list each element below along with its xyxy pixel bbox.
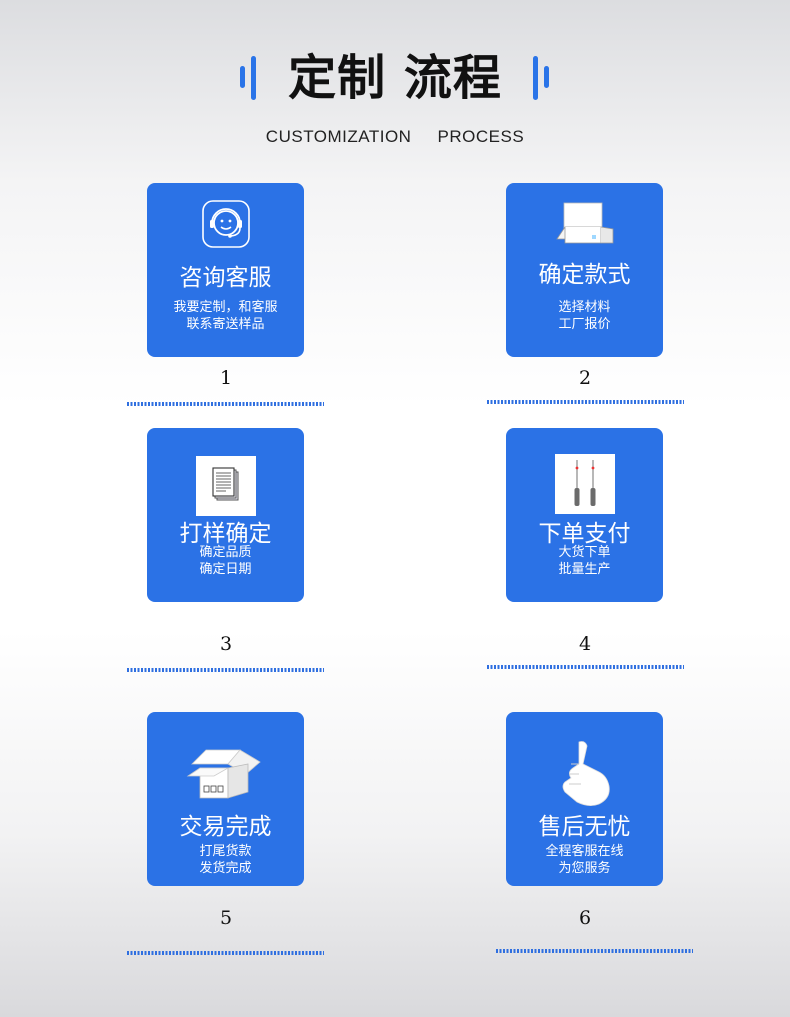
customer-service-headset-icon: [147, 199, 304, 251]
thumbs-up-icon: [506, 738, 663, 808]
step-title: 售后无忧: [538, 814, 631, 840]
header-left-bar-long: [251, 56, 256, 100]
dotted-divider: [127, 668, 324, 672]
header-left-bar-short: [240, 66, 245, 88]
step-desc-line-2: 发货完成: [199, 861, 252, 876]
dotted-divider: [487, 665, 684, 669]
step-card-4: 下单支付 大货下单 批量生产: [506, 428, 663, 602]
step-card-1: 咨询客服 我要定制，和客服 联系寄送样品: [147, 183, 304, 357]
step-desc-line-2: 工厂报价: [558, 317, 611, 332]
step-desc-line-1: 确定品质: [199, 545, 252, 560]
step-title: 确定款式: [538, 262, 631, 288]
open-box-icon: [506, 199, 663, 249]
dotted-divider: [487, 400, 684, 404]
step-desc-line-2: 为您服务: [558, 861, 611, 876]
step-number-2: 2: [578, 367, 592, 389]
dotted-divider: [127, 951, 324, 955]
step-title: 咨询客服: [179, 265, 272, 291]
step-card-2: 确定款式 选择材料 工厂报价: [506, 183, 663, 357]
step-number-6: 6: [578, 907, 592, 929]
step-title: 交易完成: [179, 814, 272, 840]
dotted-divider: [127, 402, 324, 406]
step-card-6: 售后无忧 全程客服在线 为您服务: [506, 712, 663, 886]
dotted-divider: [496, 949, 693, 953]
step-title: 下单支付: [538, 521, 631, 547]
page-header: 定制 流程: [0, 48, 790, 108]
step-desc-line-1: 我要定制，和客服: [173, 300, 278, 315]
step-desc-line-1: 全程客服在线: [545, 844, 624, 859]
step-number-1: 1: [219, 367, 233, 389]
step-desc-line-2: 联系寄送样品: [186, 317, 265, 332]
document-stack-icon: [147, 456, 304, 516]
step-desc-line-2: 确定日期: [199, 562, 252, 577]
step-number-3: 3: [219, 633, 233, 655]
step-number-4: 4: [578, 633, 592, 655]
step-number-5: 5: [219, 907, 233, 929]
step-desc-line-1: 大货下单: [558, 545, 611, 560]
screwdriver-pair-icon: [506, 454, 663, 514]
step-desc-line-2: 批量生产: [558, 562, 611, 577]
header-right-bar-short: [544, 66, 549, 88]
shipping-box-icon: [147, 742, 304, 802]
step-desc-line-1: 打尾货款: [199, 844, 252, 859]
page-title: 定制 流程: [288, 50, 502, 106]
step-card-5: 交易完成 打尾货款 发货完成: [147, 712, 304, 886]
step-card-3: 打样确定 确定品质 确定日期: [147, 428, 304, 602]
step-title: 打样确定: [179, 521, 272, 547]
page-subtitle: CUSTOMIZATION PROCESS: [265, 127, 525, 146]
step-desc-line-1: 选择材料: [558, 300, 611, 315]
header-right-bar-long: [533, 56, 538, 100]
